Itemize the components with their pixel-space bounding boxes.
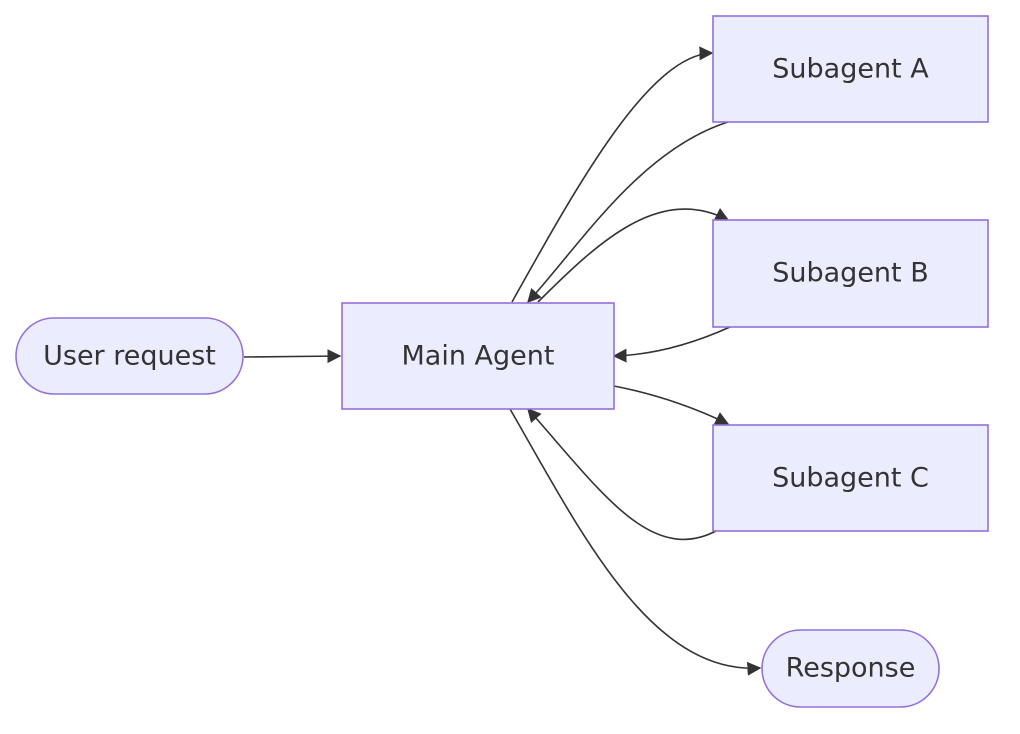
node-user-request-shape [15,317,244,395]
node-subagent-c-label: Subagent C [772,463,929,494]
node-main-agent: Main Agent [341,302,615,410]
node-subagent-a-shape [712,15,989,123]
node-subagent-c: Subagent C [712,424,989,532]
edges [243,46,762,676]
node-response: Response [761,629,940,708]
edge-main-agent-to-subagent-c [613,385,730,425]
node-subagent-b-label: Subagent B [772,258,929,289]
edge-main-agent-to-subagent-b [537,208,730,303]
edge-subagent-c-to-main-agent [527,407,717,541]
edge-user-request-to-main-agent [243,349,342,364]
node-main-agent-shape [341,302,615,410]
node-response-label: Response [786,653,916,684]
node-user-request: User request [15,317,244,395]
node-main-agent-label: Main Agent [402,341,555,372]
edge-main-agent-to-response [509,408,762,676]
edge-subagent-b-to-main-agent [612,326,731,363]
node-subagent-a: Subagent A [712,15,989,123]
node-user-request-label: User request [43,341,216,372]
node-subagent-c-shape [712,424,989,532]
node-subagent-b-shape [712,219,989,328]
node-subagent-a-label: Subagent A [772,54,929,85]
edge-subagent-a-to-main-agent [527,121,729,304]
node-subagent-b: Subagent B [712,219,989,328]
edge-main-agent-to-subagent-a [511,46,714,303]
node-response-shape [761,629,940,708]
